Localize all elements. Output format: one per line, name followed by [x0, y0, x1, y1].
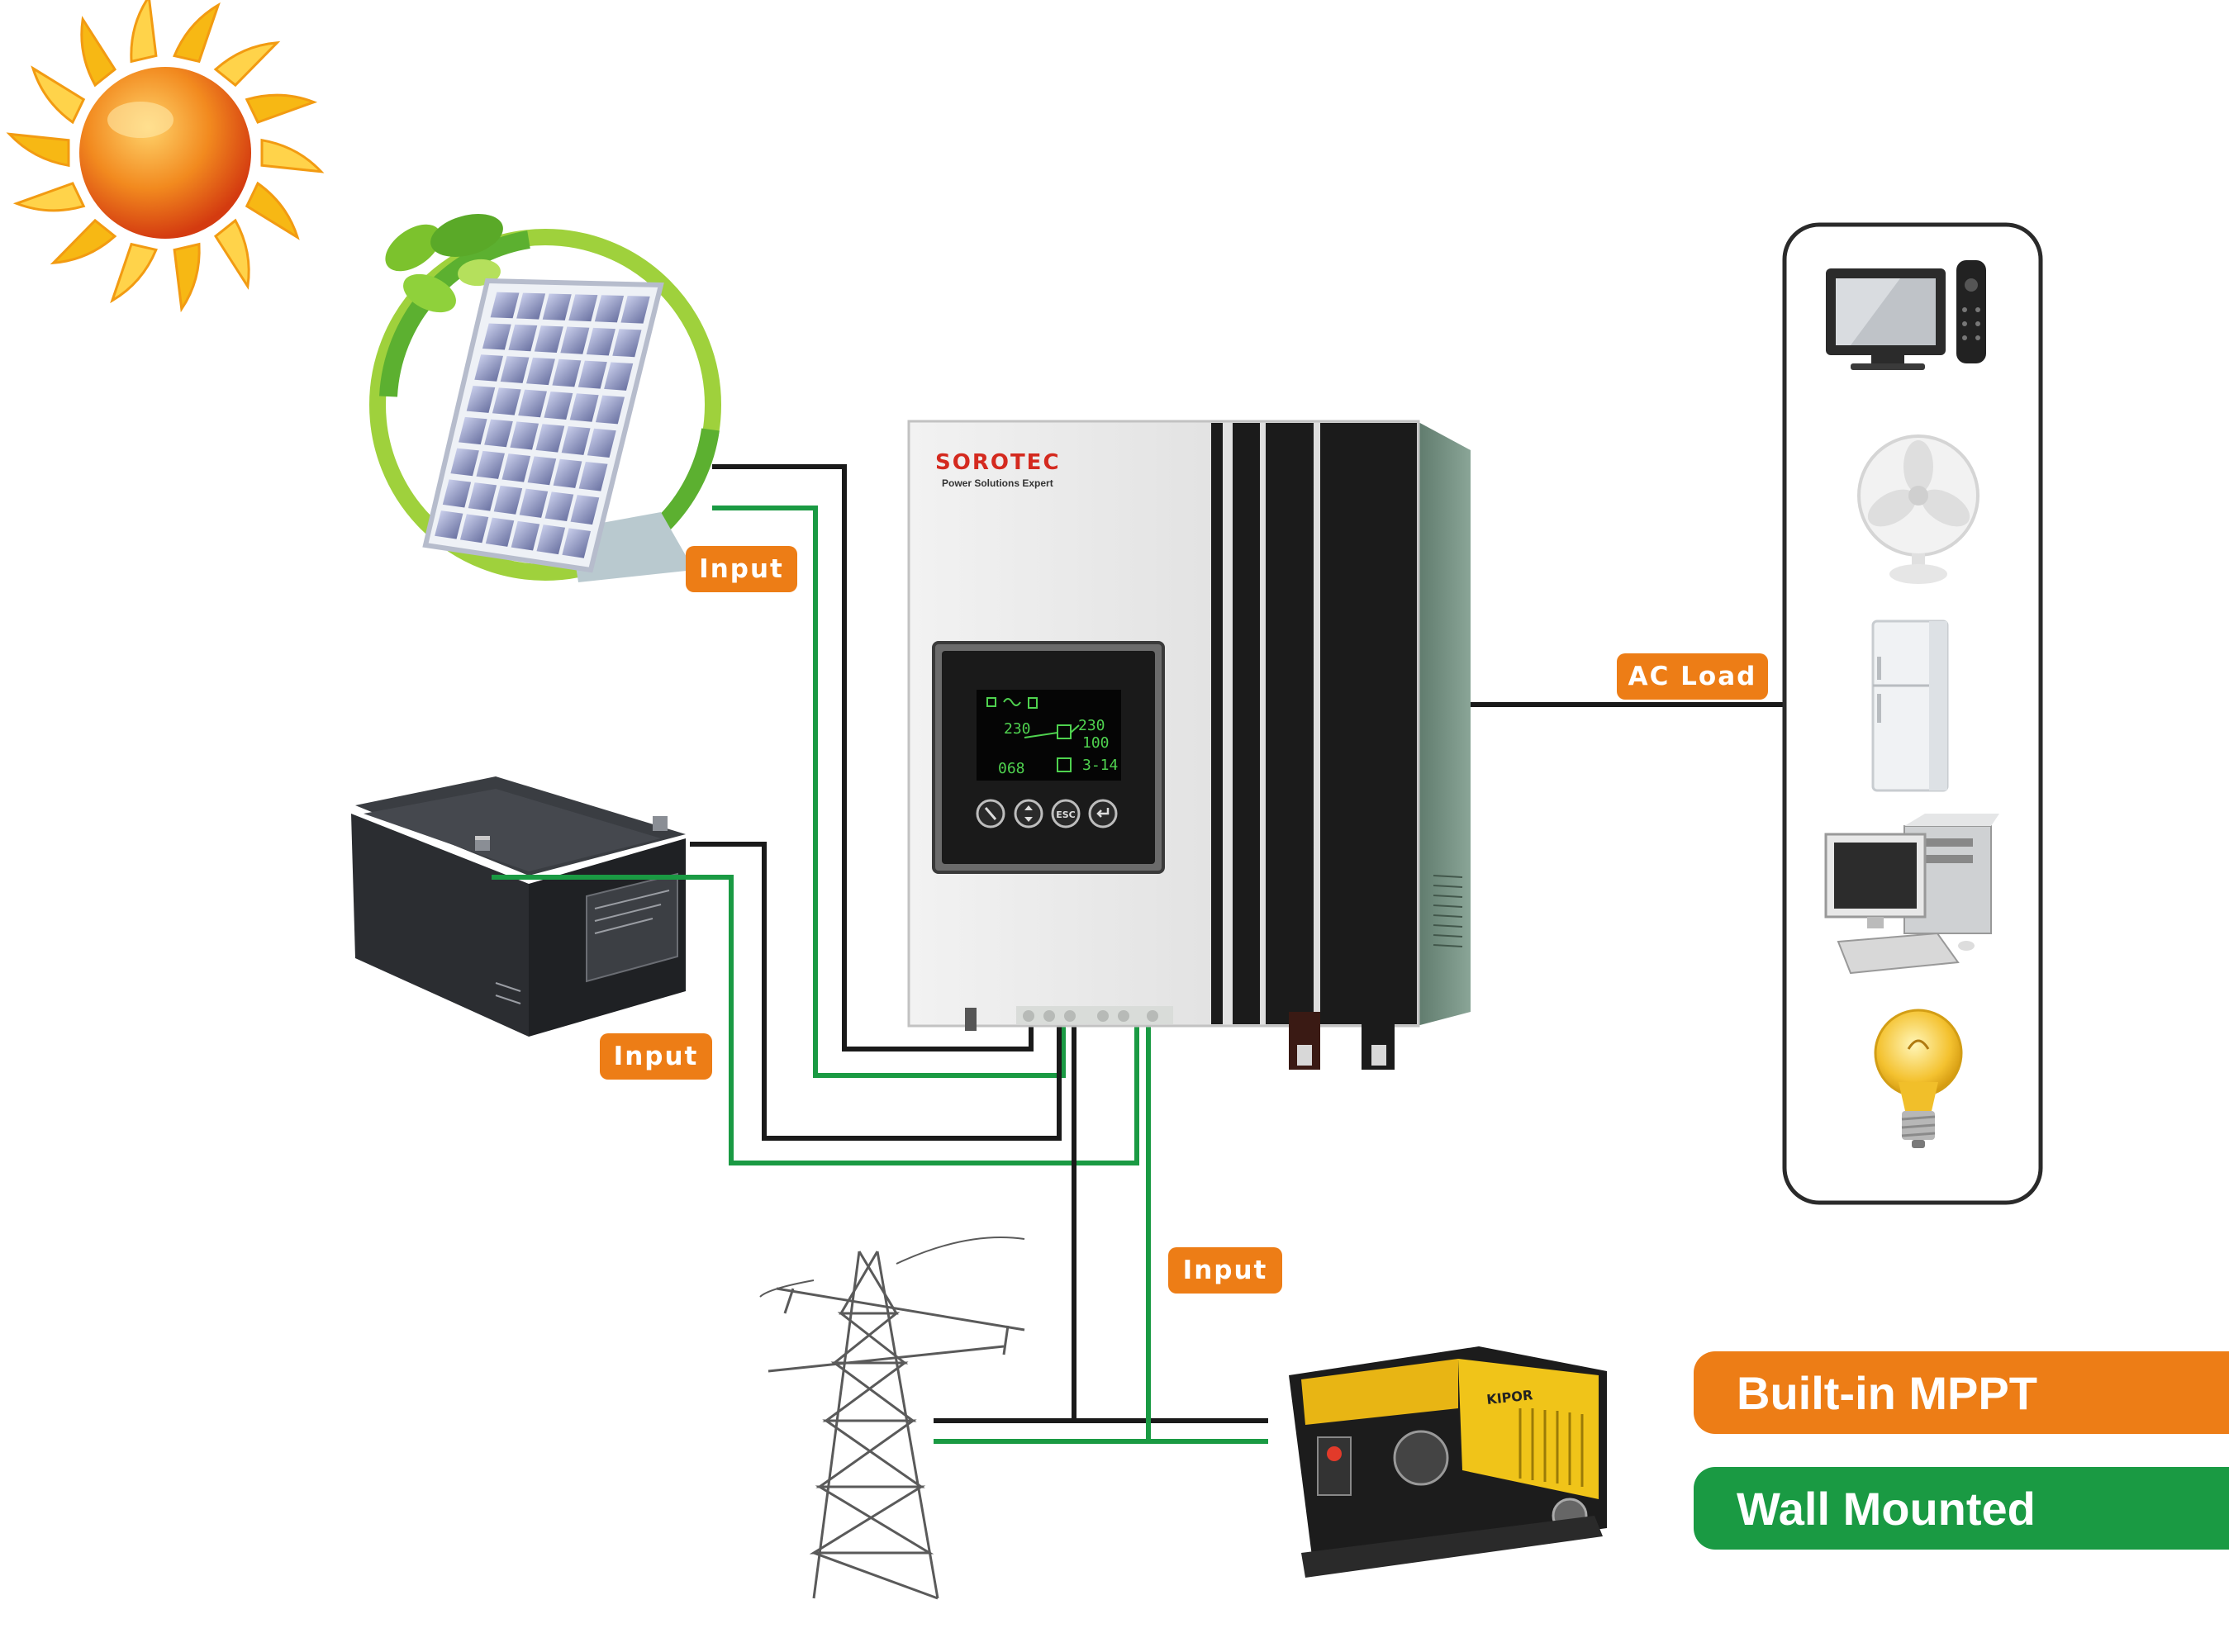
fridge-icon: [1871, 620, 1949, 792]
wiring: [492, 464, 1785, 1444]
solar-panel-icon: [369, 214, 721, 582]
brand-logo: SOROTEC: [935, 450, 1061, 475]
battery-icon: [351, 776, 686, 1037]
computer-icon: [1824, 814, 1999, 975]
feature-builtin-mppt: Built-in MPPT: [1694, 1351, 2229, 1434]
sun-icon: [6, 0, 325, 313]
battery-input-label: Input: [600, 1033, 712, 1080]
esc-button-label: ESC: [1056, 809, 1076, 820]
svg-text:3-14: 3-14: [1082, 757, 1118, 774]
tv-icon: [1826, 260, 1986, 370]
grid-input-label: Input: [1168, 1247, 1282, 1294]
fan-icon: [1857, 434, 1979, 584]
light-bulb-icon: [1874, 1009, 1963, 1148]
inverter-buttons: ESC: [976, 799, 1118, 828]
svg-text:100: 100: [1082, 734, 1110, 752]
feature-wall-mounted: Wall Mounted: [1694, 1467, 2229, 1550]
svg-text:230: 230: [1004, 720, 1031, 738]
power-tower-icon: [759, 1237, 1025, 1600]
generator-icon: KIPOR: [1289, 1346, 1607, 1578]
brand-tagline: Power Solutions Expert: [942, 477, 1053, 489]
svg-text:068: 068: [998, 760, 1025, 777]
inverter-unit: 230 230 100 068 3-14 ESC: [907, 420, 1471, 1070]
svg-text:230: 230: [1078, 717, 1105, 734]
ac-load-label: AC Load: [1617, 653, 1768, 700]
solar-input-label: Input: [686, 546, 797, 592]
